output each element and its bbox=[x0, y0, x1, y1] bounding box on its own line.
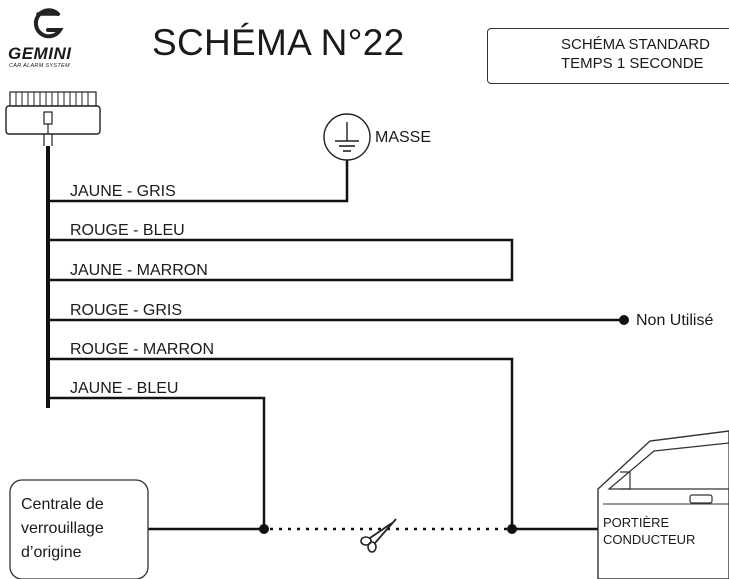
central-label-line1: Centrale de bbox=[21, 496, 104, 513]
wire-label-rouge-gris: ROUGE - GRIS bbox=[70, 302, 183, 319]
logo-tagline: CAR ALARM SYSTEM bbox=[9, 63, 70, 69]
ground-icon bbox=[323, 113, 371, 161]
central-box bbox=[9, 479, 149, 579]
door-label-line1: PORTIÈRE bbox=[603, 515, 670, 530]
wire-label-jaune-marron: JAUNE - MARRON bbox=[70, 262, 208, 279]
info-line-2: TEMPS 1 SECONDE bbox=[561, 55, 704, 72]
wire-label-jaune-bleu: JAUNE - BLEU bbox=[70, 380, 179, 397]
info-line-1: SCHÉMA STANDARD bbox=[561, 36, 710, 53]
central-label-line3: d’origine bbox=[21, 544, 82, 561]
info-box bbox=[487, 28, 729, 84]
page-title: SCHÉMA N°22 bbox=[152, 22, 405, 63]
logo-brand: GEMINI bbox=[8, 44, 72, 63]
door-label-line2: CONDUCTEUR bbox=[603, 532, 696, 547]
unused-label: Non Utilisé bbox=[636, 312, 714, 329]
ground-label: MASSE bbox=[375, 129, 432, 146]
wire-label-rouge-marron: ROUGE - MARRON bbox=[70, 341, 214, 358]
wire-label-jaune-gris: JAUNE - GRIS bbox=[70, 183, 176, 200]
wire-label-rouge-bleu: ROUGE - BLEU bbox=[70, 222, 185, 239]
connector-icon bbox=[5, 91, 101, 146]
central-label-line2: verrouillage bbox=[21, 520, 104, 537]
car-door-icon bbox=[597, 430, 729, 579]
scissors-icon bbox=[360, 518, 397, 553]
gemini-logo-icon bbox=[33, 8, 64, 39]
